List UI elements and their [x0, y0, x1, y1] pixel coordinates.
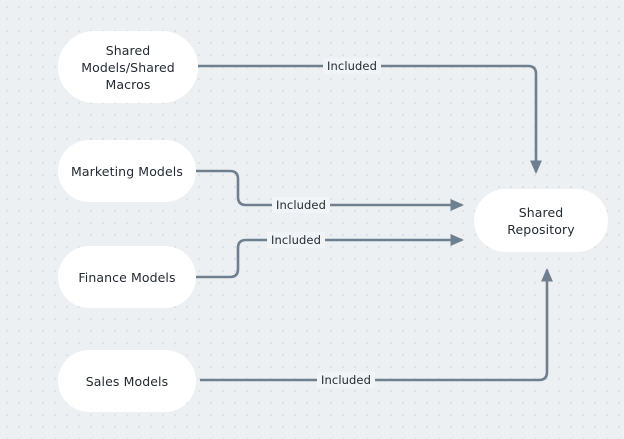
edge-label-finance-models: Included	[267, 232, 325, 248]
edge-label-marketing-models: Included	[272, 197, 330, 213]
node-shared-repository[interactable]: Shared Repository	[474, 189, 608, 252]
node-finance-models[interactable]: Finance Models	[58, 246, 196, 308]
node-marketing-models[interactable]: Marketing Models	[58, 140, 196, 202]
node-shared-models-label: Shared Models/Shared Macros	[81, 42, 175, 92]
node-sales-models[interactable]: Sales Models	[58, 350, 196, 412]
node-shared-repository-label: Shared Repository	[507, 204, 575, 237]
edge-label-sales-models: Included	[317, 372, 375, 388]
node-shared-models[interactable]: Shared Models/Shared Macros	[58, 31, 198, 103]
node-finance-models-label: Finance Models	[78, 269, 176, 285]
edge-sales-models-to-shared-repository	[200, 267, 553, 382]
edge-finance-models-to-shared-repository	[196, 234, 465, 279]
node-marketing-models-label: Marketing Models	[71, 163, 183, 179]
node-sales-models-label: Sales Models	[85, 373, 169, 389]
edge-shared-models-to-shared-repository	[198, 64, 542, 175]
edge-label-shared-models: Included	[323, 58, 381, 74]
edge-marketing-models-to-shared-repository	[196, 169, 465, 211]
